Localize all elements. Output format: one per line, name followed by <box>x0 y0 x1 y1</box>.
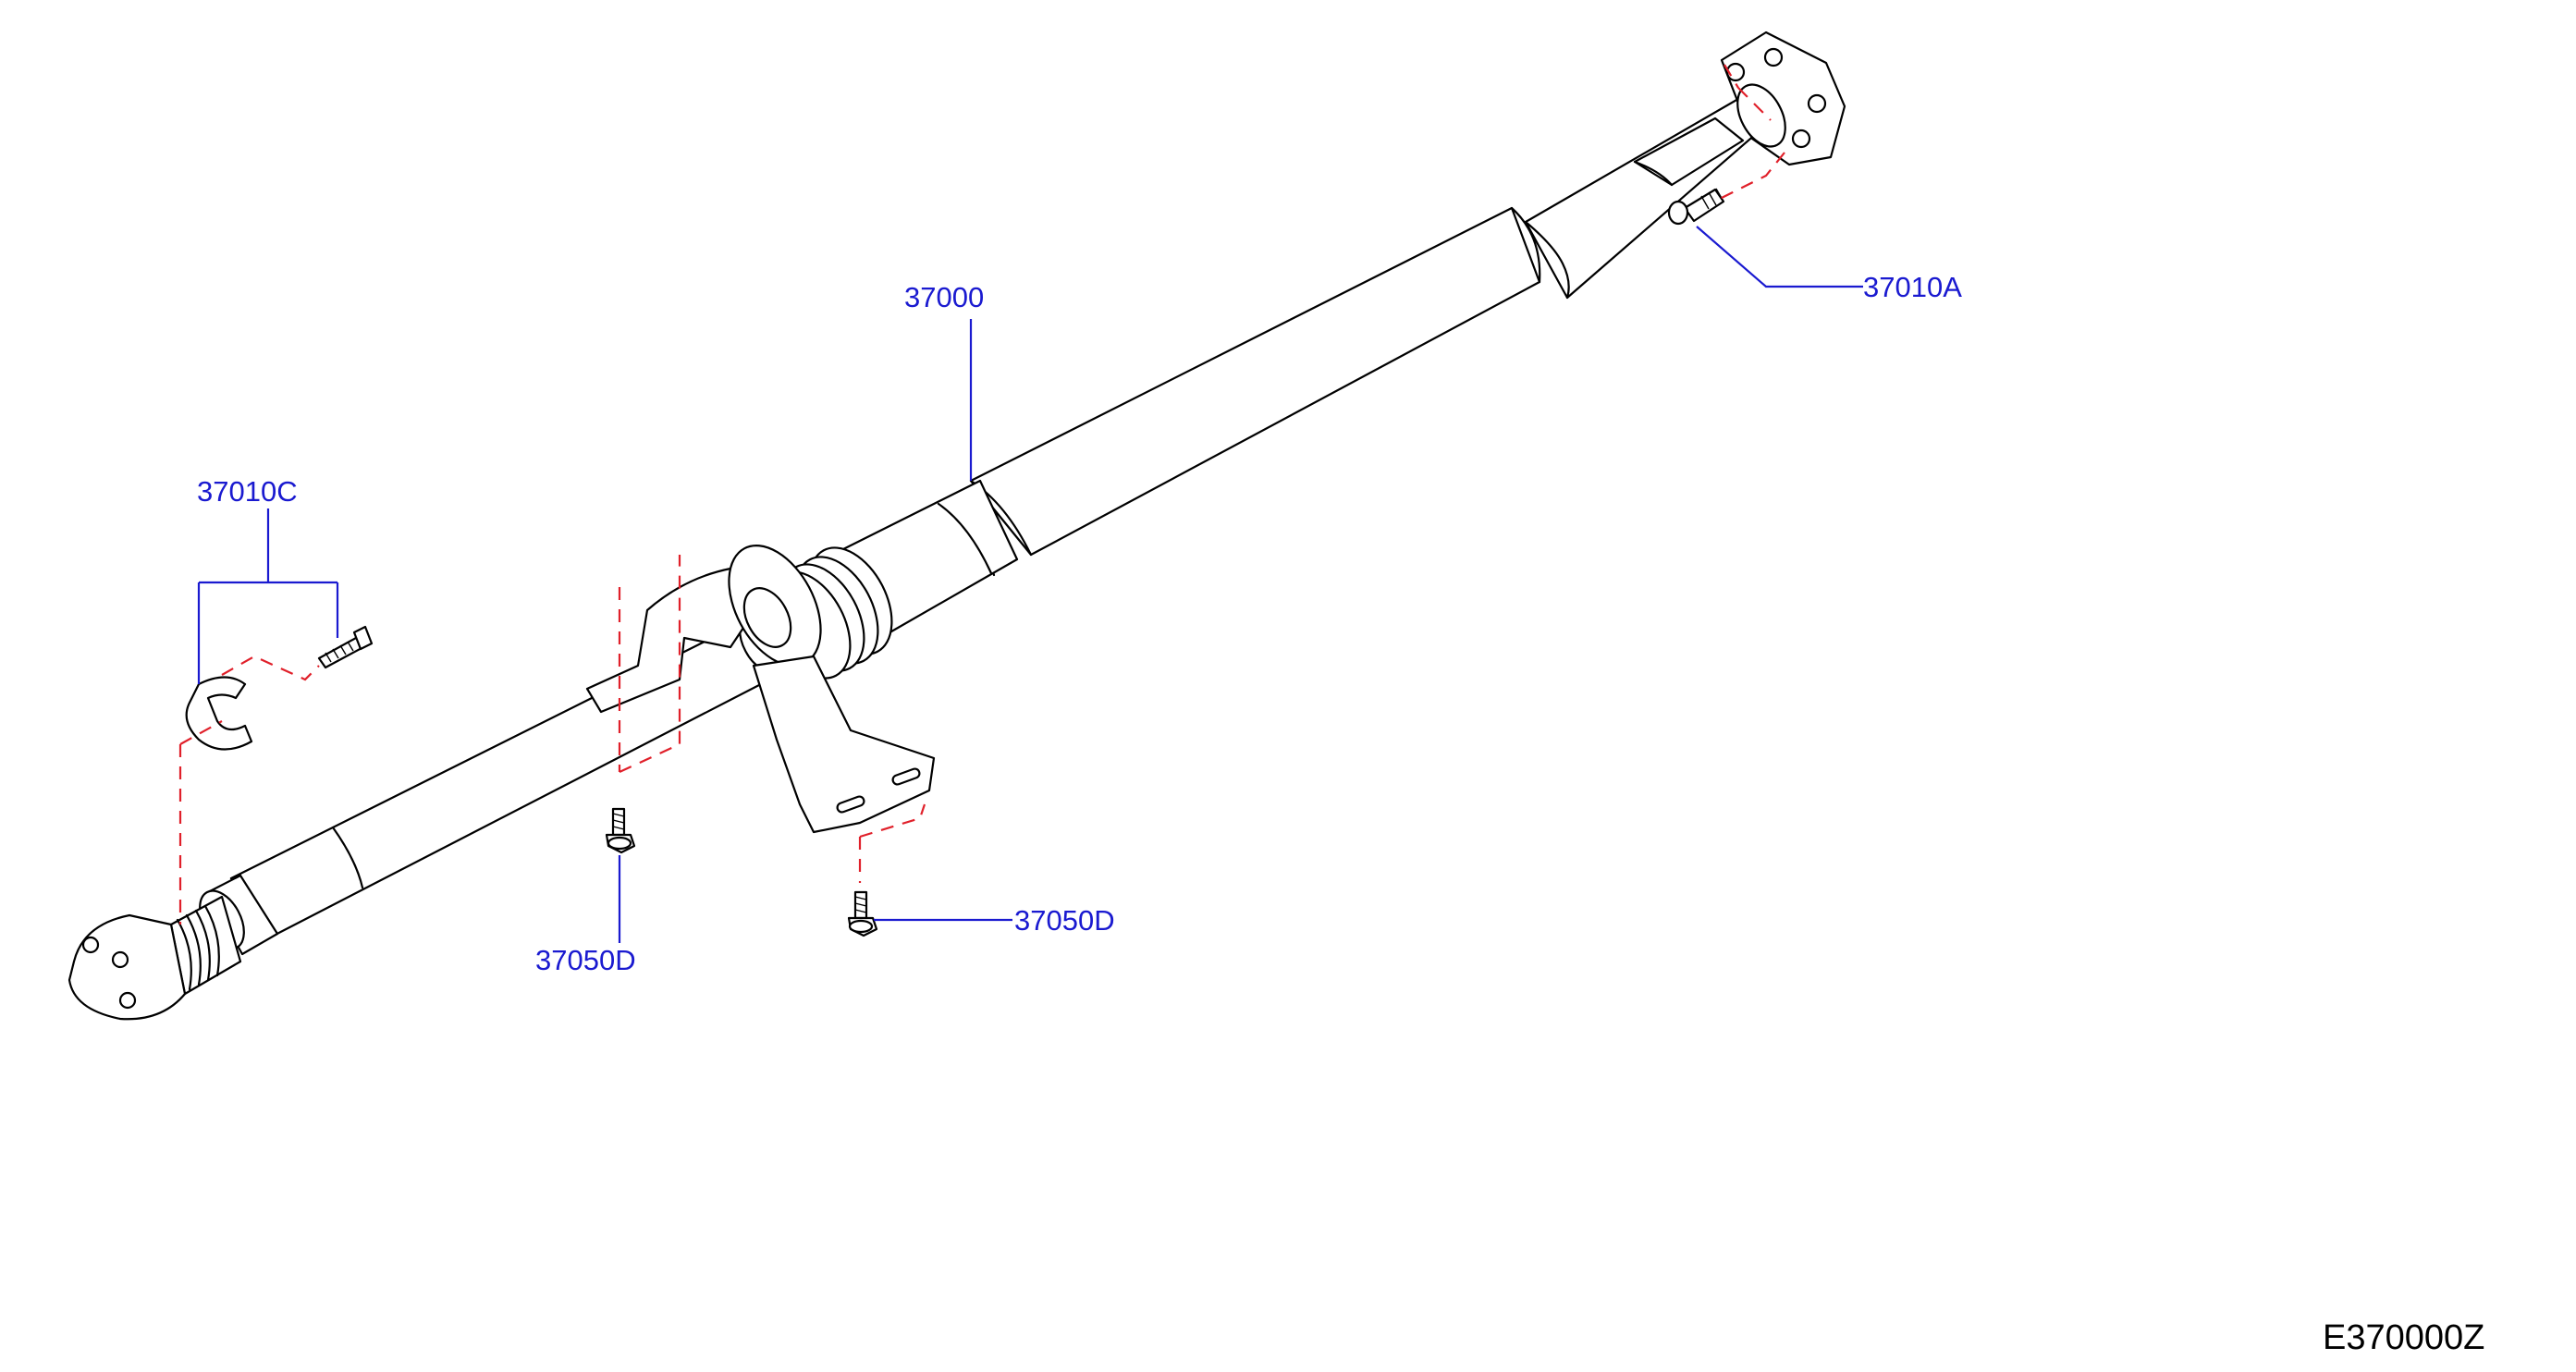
callout-37010c: 37010C <box>197 475 298 508</box>
bolt-icon <box>317 188 1725 937</box>
leader-lines <box>197 226 1863 943</box>
center-bearing-bolt-right <box>847 890 878 937</box>
rear-tube-section <box>1524 97 1773 300</box>
center-coupling <box>767 546 893 680</box>
callout-37010a: 37010A <box>1863 271 1962 303</box>
flange-bolt <box>1667 188 1725 226</box>
joint-bolt <box>317 625 374 669</box>
callout-37050d-right: 37050D <box>1014 904 1115 937</box>
diagram-code: E370000Z <box>2323 1318 2485 1357</box>
flange-icon <box>1720 31 1846 166</box>
cv-joint-icon <box>67 895 242 1021</box>
front-long-tube <box>229 612 790 940</box>
rear-main-tube <box>932 206 1541 577</box>
propeller-shaft <box>199 97 1773 956</box>
callout-37050d-left: 37050D <box>535 944 636 976</box>
center-bearing-bolt-left <box>605 807 636 854</box>
callout-37000: 37000 <box>904 281 985 313</box>
alignment-guides <box>178 64 1785 925</box>
center-bearing-bracket-icon <box>585 545 936 834</box>
snap-ring-icon <box>185 676 253 751</box>
